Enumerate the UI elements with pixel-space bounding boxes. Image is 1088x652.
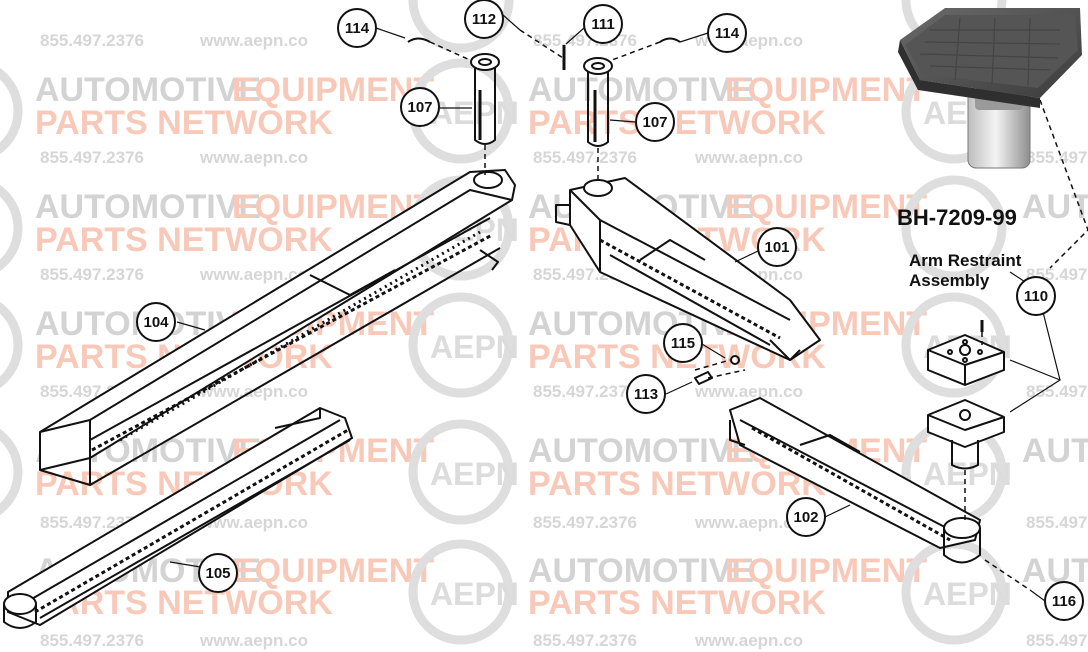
watermark-url: www.aepn.co: [199, 631, 308, 650]
callout-label: 110: [1024, 288, 1048, 305]
callout-113[interactable]: 113: [626, 374, 666, 414]
aepn-logo: AEPN: [923, 576, 1012, 612]
callout-110[interactable]: 110: [1016, 276, 1056, 316]
restraint-plate-lower: [927, 399, 1005, 470]
callout-107-left[interactable]: 107: [400, 87, 440, 127]
pin-107-right: [583, 57, 613, 147]
pin-107-left: [470, 53, 500, 145]
watermark-line2: PARTS NETWORK: [528, 104, 826, 142]
pad-photo: [898, 8, 1082, 169]
callout-label: 107: [407, 99, 432, 116]
watermark-url: www.aepn.co: [199, 265, 308, 284]
callout-116[interactable]: 116: [1044, 581, 1084, 621]
watermark-phone: 855.497.2376: [40, 31, 144, 50]
watermark-line2: PARTS NETWORK: [528, 465, 826, 503]
callout-label: 113: [634, 386, 658, 403]
watermark-phone: 855.497.2376: [533, 513, 637, 532]
watermark-url: www.aepn.co: [694, 631, 803, 650]
assembly-part-number: BH-7209-99: [897, 205, 1017, 230]
watermark-line2: PARTS NETWORK: [528, 584, 826, 622]
watermark-url: www.aepn.co: [694, 382, 803, 401]
callout-107-right[interactable]: 107: [635, 102, 675, 142]
callout-label: 115: [671, 335, 695, 352]
callout-101[interactable]: 101: [757, 227, 797, 267]
callout-label: 112: [472, 11, 496, 28]
callout-label: 105: [205, 565, 230, 582]
watermark-phone: 855.497.2376: [1026, 631, 1088, 650]
watermark-phone: 855.497.2376: [1026, 513, 1088, 532]
callout-label: 101: [764, 239, 789, 256]
aepn-logo: AEPN: [923, 456, 1012, 492]
aepn-logo: AEPN: [430, 576, 519, 612]
callout-label: 102: [793, 509, 818, 526]
clip-114-left: [407, 37, 431, 43]
part-113: [694, 371, 713, 385]
watermark-line1-a: AUTOMOTIVE: [528, 552, 754, 590]
watermark-phone: 855.497.2376: [533, 631, 637, 650]
watermark-line1-a: AUTOMOTIVE: [1022, 188, 1088, 226]
callout-label: 114: [345, 20, 370, 37]
callout-label: 104: [143, 314, 169, 331]
arm-104: [39, 169, 516, 486]
watermark-url: www.aepn.co: [199, 148, 308, 167]
watermark-line1-a: AUTOMOTIVE: [1022, 432, 1088, 470]
callouts: 114 112 111 114 107 107 101 104: [136, 0, 1084, 621]
watermark-url: www.aepn.co: [694, 513, 803, 532]
callout-112[interactable]: 112: [464, 0, 504, 39]
watermark-line1-b: EQUIPMENT: [725, 188, 927, 226]
watermark-url: www.aepn.co: [694, 148, 803, 167]
watermark-tile: 855.497.2376 855.497.2376 855.497.2376 8…: [1022, 148, 1088, 650]
assembly-name-line1: Arm Restraint: [909, 251, 1022, 270]
watermark-line1-b: EQUIPMENT: [232, 552, 434, 590]
arm-105: [3, 407, 353, 629]
watermark-phone: 855.497.2376: [40, 631, 144, 650]
watermark-line1-a: AUTOMOTIVE: [528, 71, 754, 109]
callout-label: 111: [591, 16, 614, 33]
watermark-line1-b: EQUIPMENT: [725, 552, 927, 590]
callout-label: 116: [1052, 593, 1076, 610]
callout-label: 114: [715, 25, 740, 42]
watermark-url: www.aepn.co: [199, 31, 308, 50]
watermark-url: www.aepn.co: [199, 513, 308, 532]
watermark-line1-b: EQUIPMENT: [725, 71, 927, 109]
restraint-plate-upper: [927, 334, 1005, 386]
callout-114-left[interactable]: 114: [337, 8, 377, 48]
watermark-line1-a: AUTOMOTIVE: [35, 188, 261, 226]
watermark-phone: 855.497.2376: [40, 148, 144, 167]
aepn-logo: AEPN: [430, 329, 519, 365]
aepn-logo: AEPN: [430, 456, 519, 492]
assembly-title: BH-7209-99 Arm Restraint Assembly: [897, 205, 1022, 290]
watermark-tile: 855.497.2376 www.aepn.co AUTOMOTIVE EQUI…: [528, 31, 927, 650]
watermark-line2: PARTS NETWORK: [35, 221, 333, 259]
watermark-phone: 855.497.2376: [533, 31, 637, 50]
watermark-line2: PARTS NETWORK: [35, 104, 333, 142]
callout-104[interactable]: 104: [136, 302, 176, 342]
callout-114-right[interactable]: 114: [707, 13, 747, 53]
watermark-phone: 855.497.2376: [40, 265, 144, 284]
watermark-phone: 855.497.2376: [533, 382, 637, 401]
watermark-phone: 855.497.2376: [1026, 148, 1088, 167]
callout-102[interactable]: 102: [786, 497, 826, 537]
assembly-name-line2: Assembly: [909, 271, 990, 290]
leader-lines: [429, 29, 1088, 591]
drawing: [3, 14, 1088, 629]
callout-105[interactable]: 105: [198, 553, 238, 593]
watermark-line1-a: AUTOMOTIVE: [528, 432, 754, 470]
watermark-phone: 855.497.2376: [1026, 382, 1088, 401]
callout-111[interactable]: 111: [583, 4, 623, 44]
callout-115[interactable]: 115: [663, 323, 703, 363]
arm-102: [729, 397, 981, 564]
watermark-phone: 855.497.2376: [533, 148, 637, 167]
watermark-line1-a: AUTOMOTIVE: [35, 71, 261, 109]
callout-label: 107: [642, 114, 667, 131]
part-115: [730, 355, 740, 365]
clip-114-right: [659, 37, 681, 43]
